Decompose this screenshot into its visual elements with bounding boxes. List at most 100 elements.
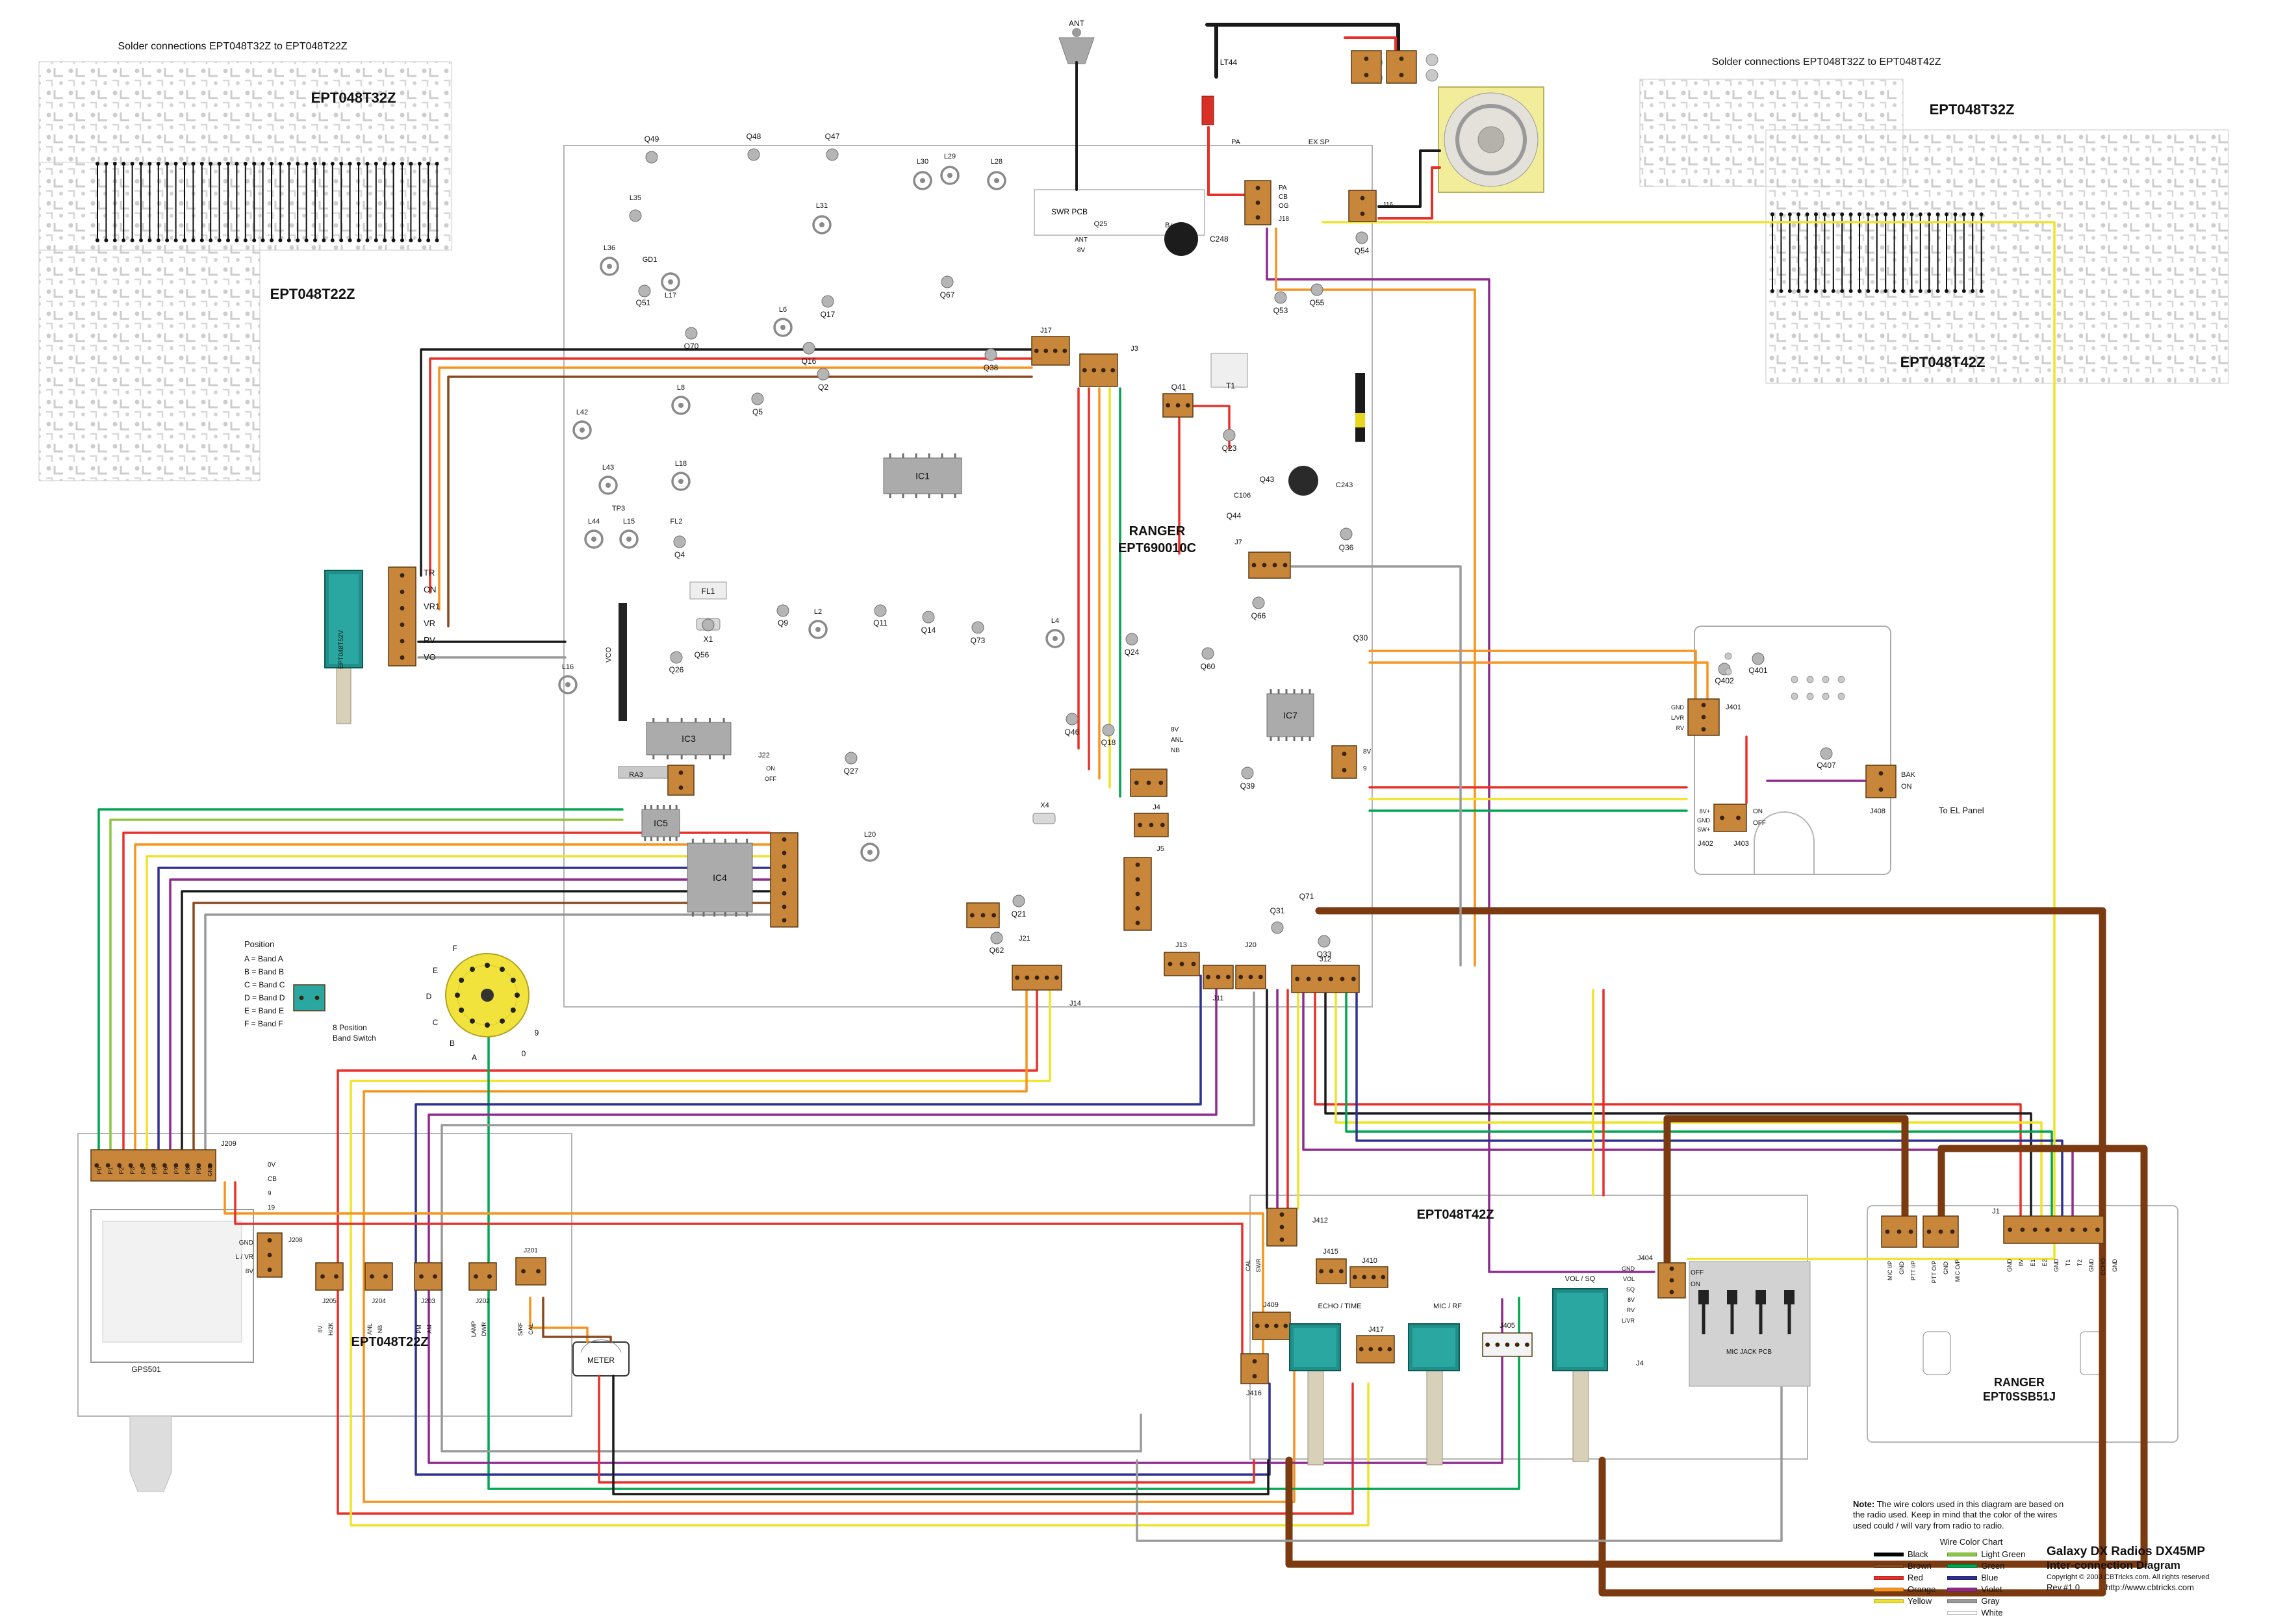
connector-pin bbox=[1351, 976, 1356, 982]
solder-pad bbox=[1918, 212, 1923, 216]
connector-pin bbox=[1255, 185, 1260, 190]
connector-pin bbox=[267, 1267, 272, 1273]
label: P0 bbox=[96, 1167, 103, 1174]
label: J1 bbox=[1992, 1208, 2000, 1215]
wire bbox=[192, 902, 771, 1151]
connector-pin bbox=[1225, 974, 1231, 980]
wire bbox=[204, 913, 771, 1151]
solder-pad bbox=[1858, 212, 1861, 216]
label: EPT048T32Z bbox=[1930, 101, 2015, 118]
solder-pad bbox=[1866, 289, 1871, 293]
label: Q407 bbox=[1817, 761, 1836, 770]
label: Position bbox=[244, 939, 274, 949]
label: 8V bbox=[246, 1268, 254, 1275]
solder-pad bbox=[199, 238, 204, 242]
solder-pad bbox=[199, 162, 204, 166]
connector-pin bbox=[1279, 1237, 1284, 1242]
label: Q18 bbox=[1101, 738, 1116, 747]
connector-pin bbox=[1062, 348, 1067, 353]
label: Q23 bbox=[1222, 444, 1237, 453]
solder-pad bbox=[304, 238, 309, 242]
inductor-core bbox=[626, 537, 632, 542]
solder-pad bbox=[1770, 212, 1774, 216]
connector-pin bbox=[1191, 961, 1196, 967]
solder-pad bbox=[183, 162, 186, 166]
connector-pin bbox=[400, 639, 405, 644]
solder-pad bbox=[226, 238, 230, 242]
label: MIC / RF bbox=[1433, 1302, 1462, 1310]
legend-color-name: Black bbox=[1908, 1549, 1928, 1559]
pcb-artwork-top-left bbox=[38, 61, 452, 481]
label: ON bbox=[1901, 783, 1912, 791]
connector-pin bbox=[433, 1274, 437, 1279]
label: METER bbox=[587, 1356, 615, 1365]
wire bbox=[363, 989, 1296, 1503]
connector-pin bbox=[1362, 1275, 1367, 1280]
label: NB bbox=[1171, 747, 1180, 754]
solder-pad bbox=[1724, 668, 1732, 676]
label: J4 bbox=[1636, 1360, 1644, 1367]
ic-body bbox=[1266, 693, 1314, 737]
label: VOL bbox=[1623, 1276, 1635, 1282]
connector-pin bbox=[1669, 1266, 1674, 1271]
crystal-x4 bbox=[1032, 813, 1056, 824]
solder-pad bbox=[365, 238, 370, 242]
filter-bar bbox=[1355, 373, 1365, 442]
inductor bbox=[619, 529, 639, 549]
connector-pin bbox=[1364, 57, 1369, 61]
label: MIC O/P bbox=[1954, 1260, 1961, 1282]
connector-pin bbox=[1736, 815, 1741, 820]
label: L29 bbox=[944, 153, 956, 160]
label: NB bbox=[377, 1325, 383, 1334]
connector bbox=[293, 984, 326, 1011]
connector-pin bbox=[105, 1163, 110, 1168]
label: GND bbox=[2112, 1259, 2118, 1273]
solder-pad bbox=[1791, 692, 1798, 700]
connector-pin bbox=[1053, 348, 1058, 353]
pot-face bbox=[1412, 1328, 1455, 1367]
note-line-3: used could / will vary from radio to rad… bbox=[1853, 1520, 2004, 1530]
ic-body bbox=[641, 809, 680, 837]
el-panel-cutout bbox=[1754, 811, 1815, 874]
solder-pad bbox=[1848, 212, 1853, 216]
label: Q47 bbox=[825, 132, 840, 141]
label: C243 bbox=[1336, 481, 1353, 489]
website-url: http://www.cbtricks.com bbox=[2106, 1582, 2194, 1592]
label: EPT048T32Z bbox=[311, 90, 396, 106]
note-line-2: the radio used. Keep in mind that the co… bbox=[1853, 1510, 2058, 1520]
connector-pin bbox=[1317, 976, 1322, 982]
label: RA3 bbox=[629, 771, 643, 779]
label: 8 Position bbox=[333, 1023, 367, 1032]
legend-color-name: White bbox=[1981, 1608, 2003, 1618]
connector-pin bbox=[419, 1274, 424, 1279]
transistor bbox=[1820, 747, 1833, 760]
label: J416 bbox=[1246, 1389, 1262, 1397]
solder-pad bbox=[1901, 289, 1905, 293]
wire bbox=[337, 989, 1354, 1515]
wire bbox=[122, 831, 771, 1151]
connector-pin bbox=[1295, 976, 1300, 982]
label: 9 bbox=[535, 1028, 539, 1037]
label: D = Band D bbox=[244, 993, 285, 1002]
title-block: Galaxy DX Radios DX45MP Inter-connection… bbox=[2047, 1545, 2261, 1592]
label: ANL bbox=[1171, 737, 1184, 744]
label: MIC I/P bbox=[1887, 1261, 1893, 1280]
label: L4 bbox=[1051, 617, 1059, 625]
solder-pad bbox=[235, 238, 239, 242]
solder-pad bbox=[1927, 212, 1932, 216]
transistor bbox=[1252, 596, 1265, 609]
legend-entry: Violet bbox=[1947, 1584, 2025, 1594]
wire bbox=[146, 855, 771, 1151]
solder-pad bbox=[270, 162, 274, 166]
connector-pin bbox=[1505, 1342, 1510, 1347]
label: T1 bbox=[1226, 381, 1235, 390]
solder-pad bbox=[121, 162, 126, 166]
inductor bbox=[808, 620, 828, 639]
inductor bbox=[600, 257, 619, 276]
transistor bbox=[1125, 633, 1138, 646]
inductor bbox=[671, 472, 691, 491]
speaker-bracket bbox=[129, 1415, 172, 1492]
solder-pad bbox=[409, 238, 413, 242]
label: GND bbox=[207, 1165, 213, 1176]
connector-pin bbox=[320, 1274, 325, 1279]
